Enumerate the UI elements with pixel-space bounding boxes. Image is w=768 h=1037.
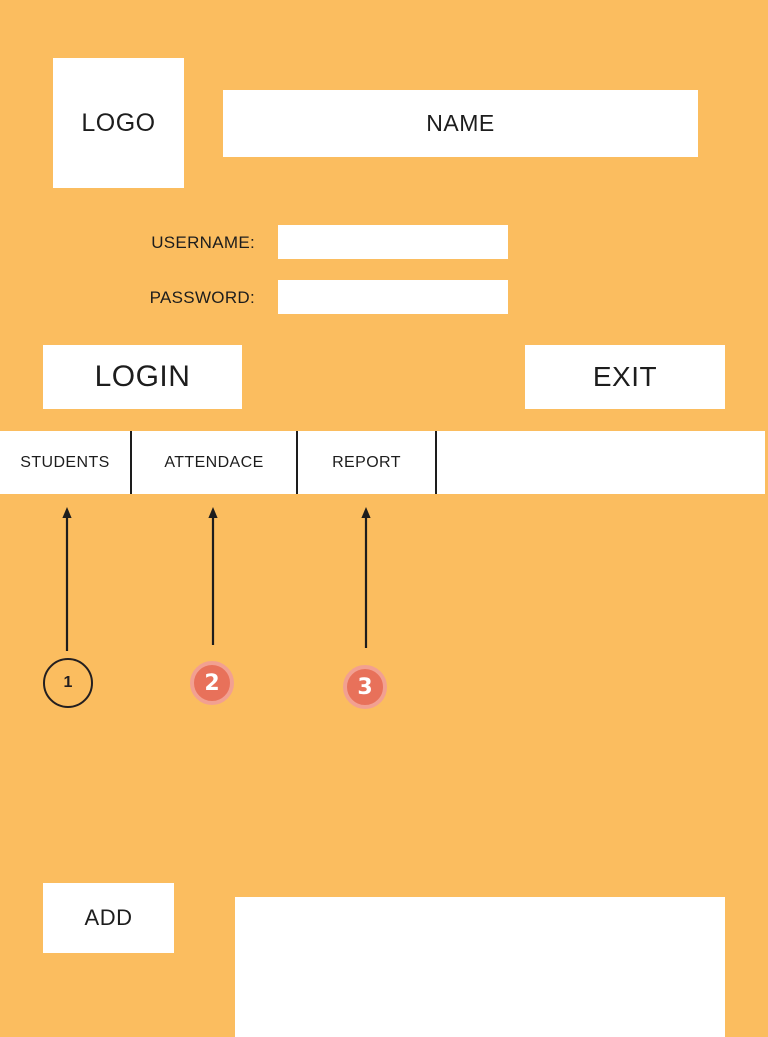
tab-students[interactable]: STUDENTS (0, 431, 132, 494)
content-panel (235, 897, 725, 1037)
callout-arrow-2 (208, 507, 218, 645)
callout-marker-3: 3 (343, 665, 387, 709)
callout-arrow-1 (62, 507, 72, 651)
username-label: USERNAME: (151, 233, 255, 252)
callout-arrow-3 (361, 507, 371, 648)
tab-bar: STUDENTS ATTENDACE REPORT (0, 431, 765, 494)
tab-report[interactable]: REPORT (298, 431, 437, 494)
callout-marker-2: 2 (190, 661, 234, 705)
logo-placeholder: LOGO (53, 58, 184, 188)
tab-attendace[interactable]: ATTENDACE (132, 431, 298, 494)
callout-marker-1: 1 (43, 658, 93, 708)
login-button[interactable]: LOGIN (43, 345, 242, 409)
app-name-banner: NAME (223, 90, 698, 157)
exit-button[interactable]: EXIT (525, 345, 725, 409)
username-input[interactable] (278, 225, 508, 259)
tab-bar-empty-area (437, 431, 765, 494)
add-button[interactable]: ADD (43, 883, 174, 953)
password-label: PASSWORD: (149, 288, 255, 307)
password-input[interactable] (278, 280, 508, 314)
